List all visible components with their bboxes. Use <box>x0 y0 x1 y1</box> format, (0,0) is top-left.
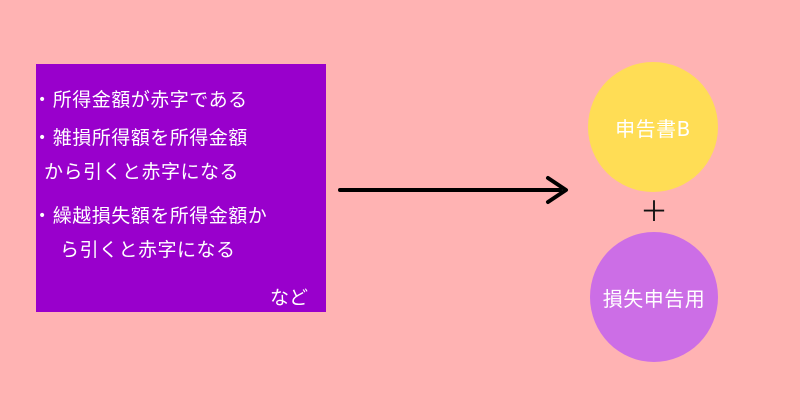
plus-icon: ＋ <box>640 195 669 228</box>
loss-form-circle: 損失申告用 <box>590 232 718 362</box>
bullet-icon: • <box>38 130 47 146</box>
arrow-right-icon <box>338 176 568 204</box>
form-b-circle: 申告書B <box>588 62 718 192</box>
condition-item-3: • 繰越損失額を所得金額か <box>38 204 267 230</box>
bullet-icon: • <box>38 92 47 108</box>
condition-item-1-text: 所得金額が赤字である <box>52 89 248 111</box>
condition-item-2: • 雑損所得額を所得金額 <box>38 126 248 152</box>
bullet-icon: • <box>38 208 47 224</box>
form-b-label: 申告書B <box>615 116 691 141</box>
loss-form-label: 損失申告用 <box>602 286 706 311</box>
condition-item-3-line1: 繰越損失額を所得金額か <box>52 205 268 227</box>
condition-item-1: • 所得金額が赤字である <box>38 88 248 114</box>
condition-item-2-line1: 雑損所得額を所得金額 <box>52 127 248 149</box>
condition-item-2-line2: から引くと赤字になる <box>44 161 240 183</box>
conditions-box: • 所得金額が赤字である • 雑損所得額を所得金額 から引くと赤字になる • 繰越損失… <box>36 64 326 312</box>
condition-item-3-line2: ら引くと赤字になる <box>60 239 236 261</box>
etc-label: など <box>269 287 308 309</box>
